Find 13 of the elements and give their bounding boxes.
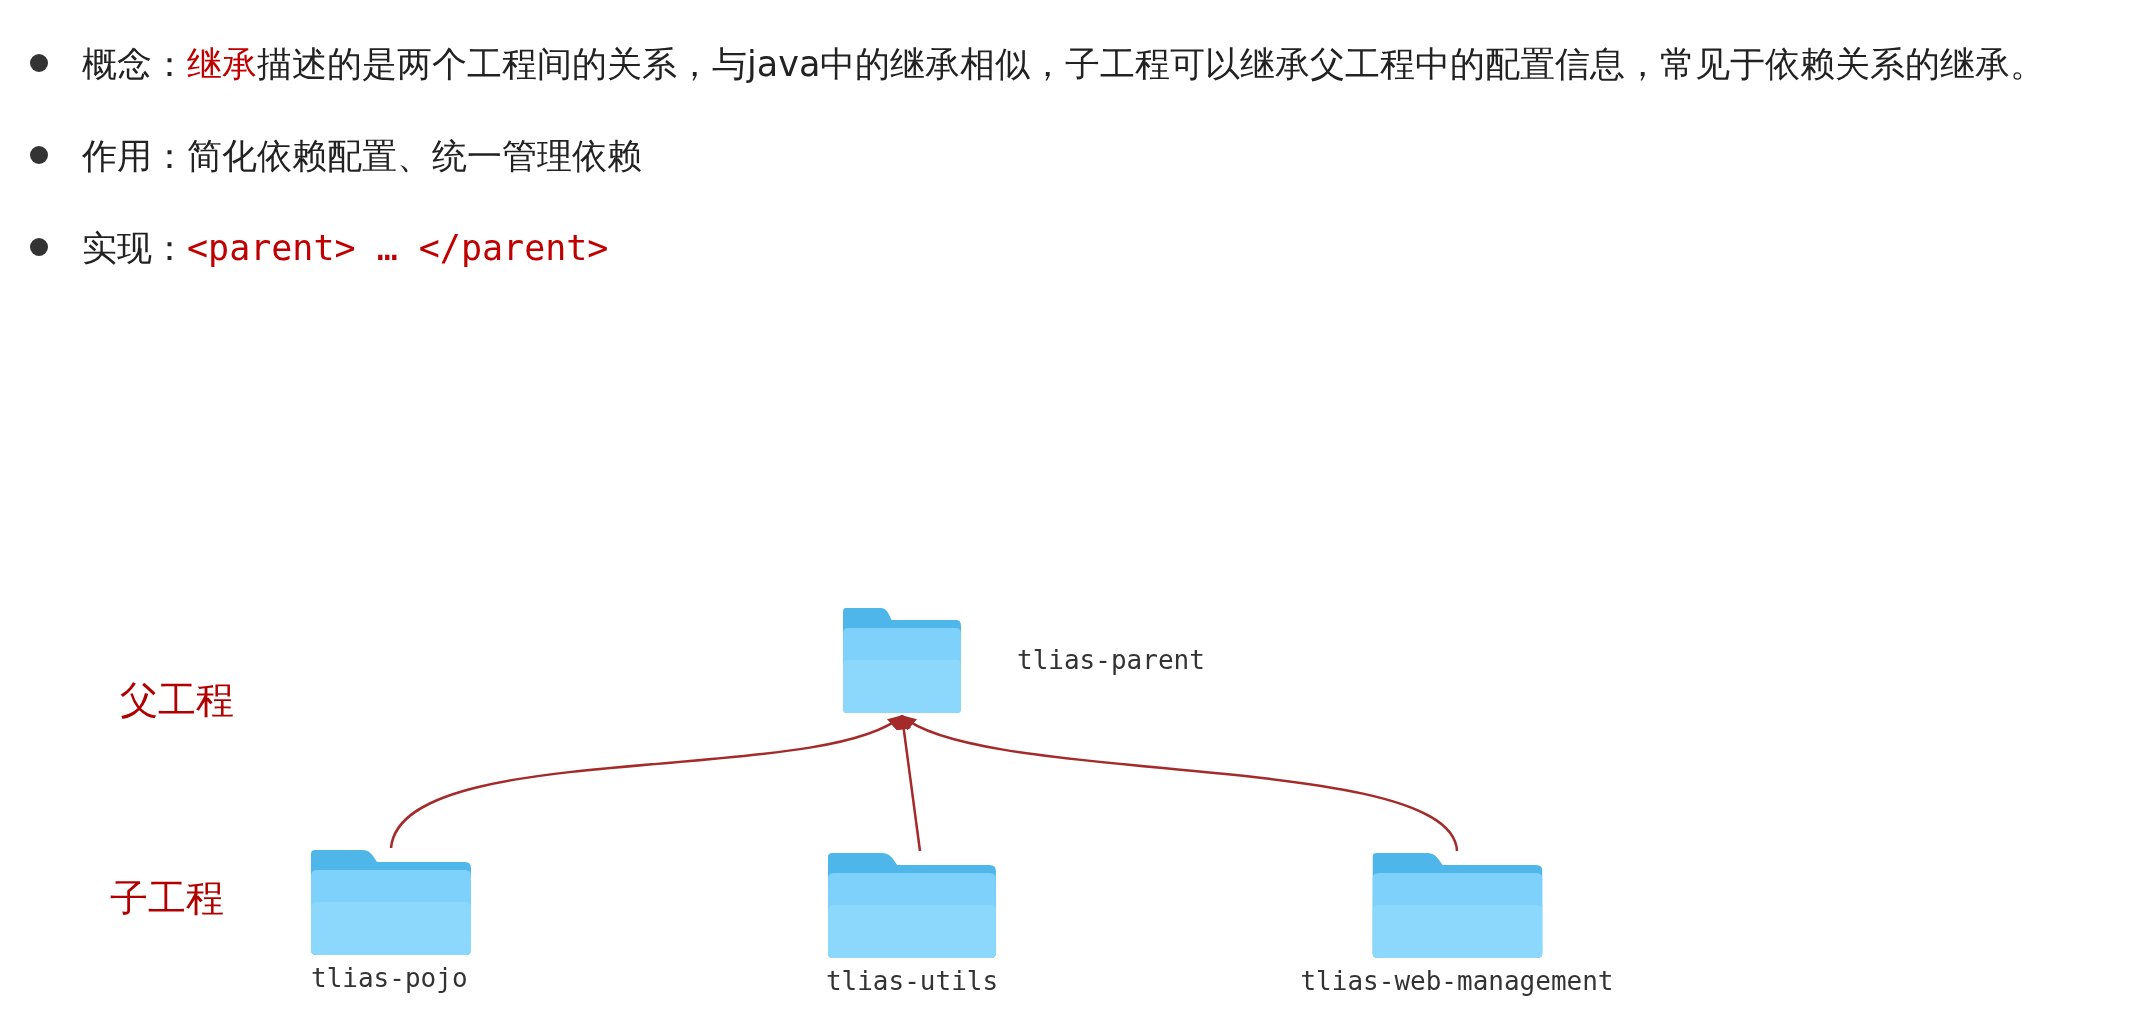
bullet-text: 作用：简化依赖配置、统一管理依赖	[82, 135, 642, 178]
bullet-text: 实现：	[82, 227, 187, 270]
folder-name: tlias-pojo	[311, 962, 468, 995]
bullet-text: 概念：继承描述的是两个工程间的关系，与java中的继承相似，子工程可以继承父工程中的配置信息，常见于依赖关系的继承。	[82, 43, 2046, 86]
arrow	[896, 714, 922, 852]
row-label: 父工程	[120, 677, 234, 724]
code-text: <parent> … </parent>	[187, 227, 609, 270]
arrow	[900, 714, 1459, 852]
row-label: 子工程	[110, 875, 224, 922]
folder-name: tlias-web-management	[1300, 965, 1614, 998]
folder-name: tlias-utils	[825, 965, 999, 998]
folder-name: tlias-parent	[1017, 644, 1205, 677]
arrow	[389, 714, 904, 849]
